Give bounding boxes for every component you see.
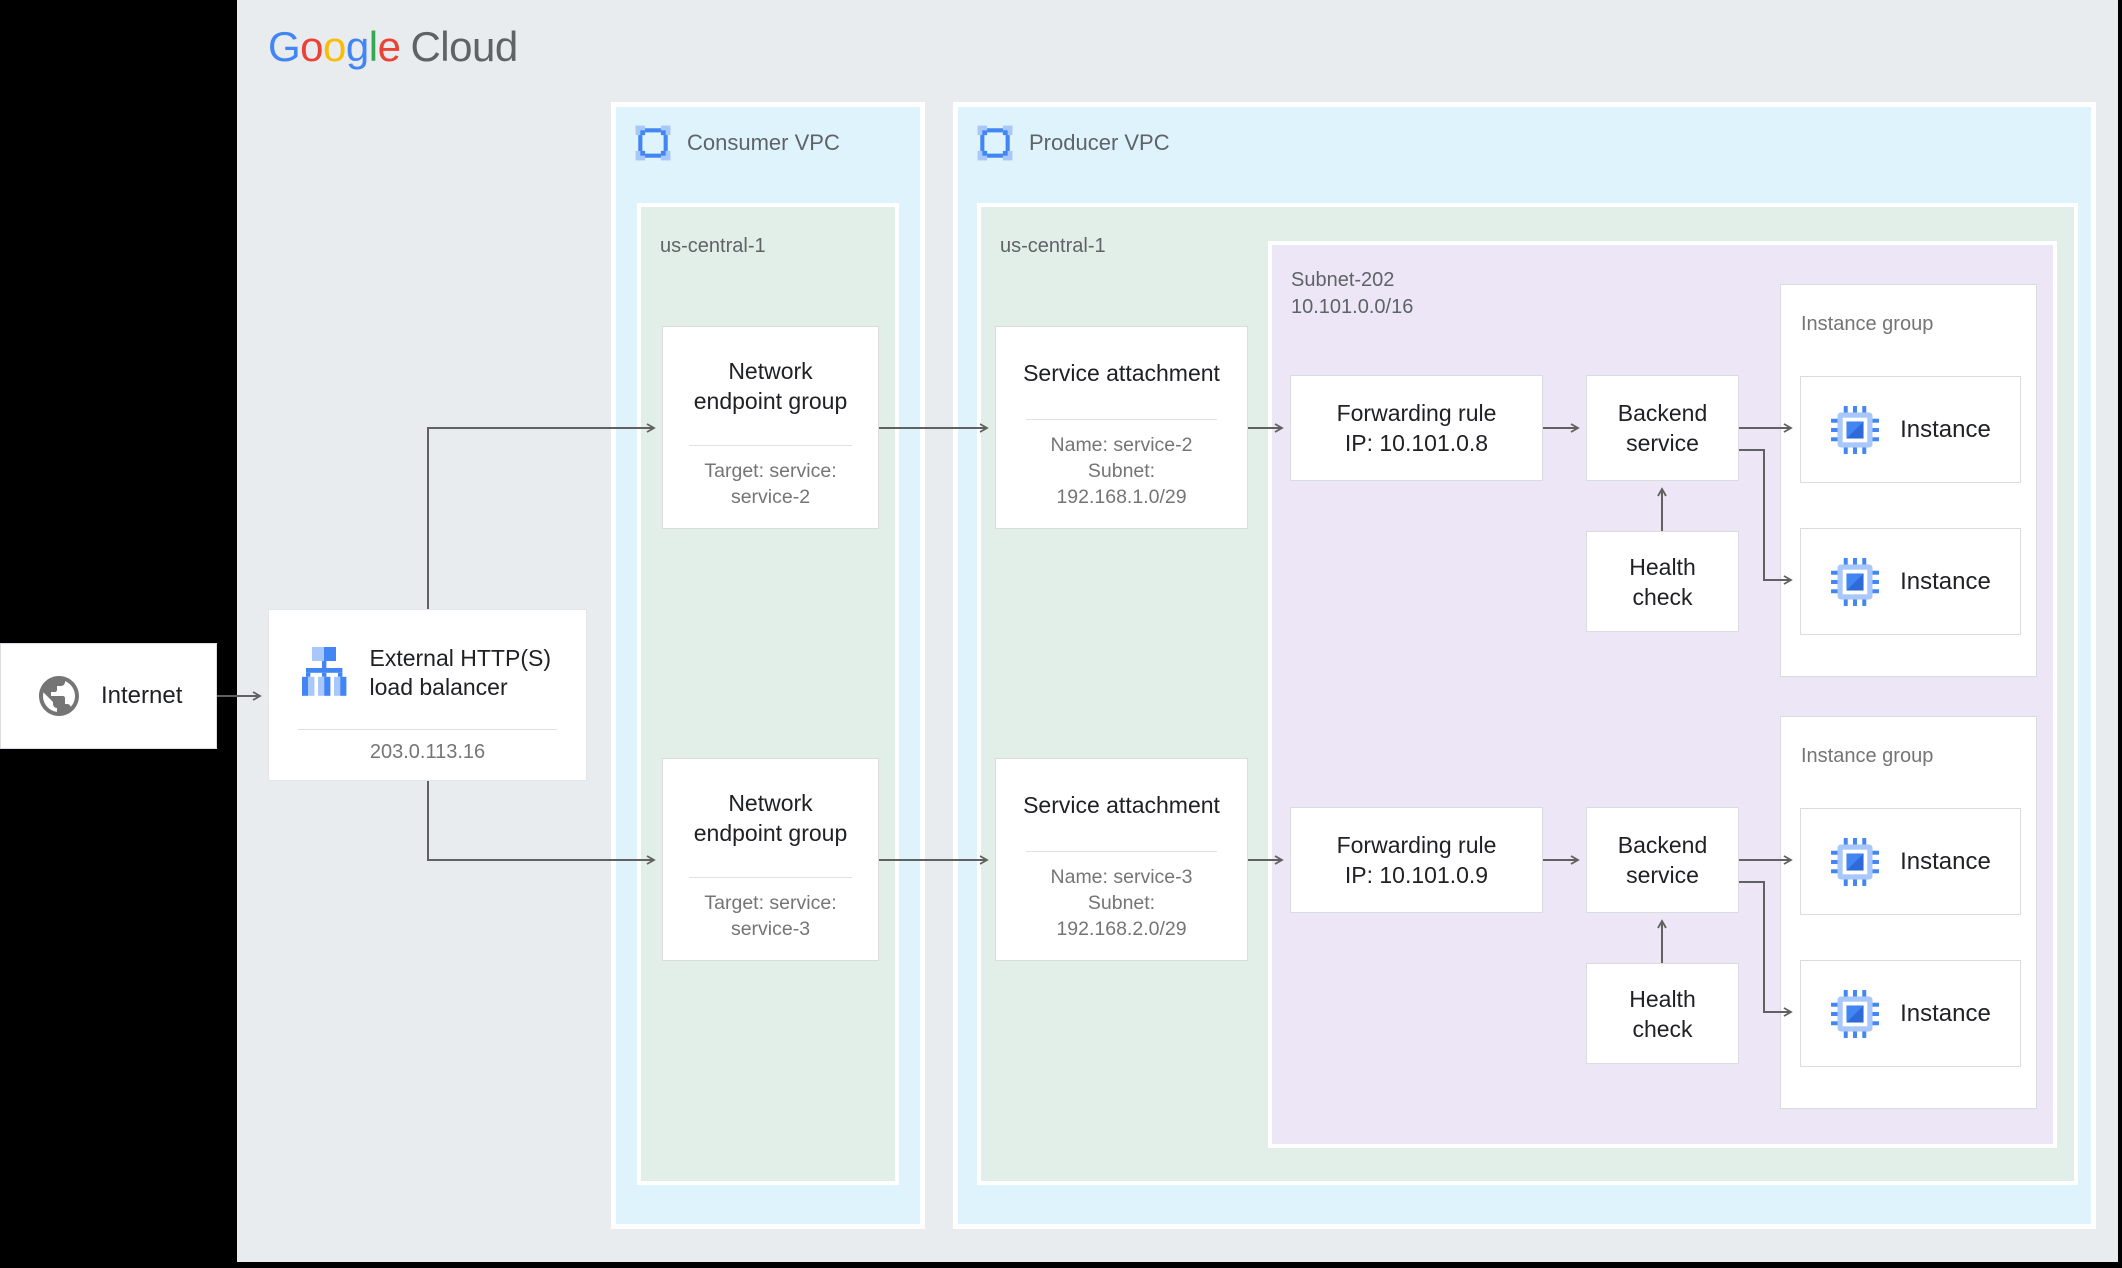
instance-group-1-label: Instance group — [1801, 313, 1934, 335]
health-check-1-title: Health check — [1629, 553, 1696, 610]
service-attachment-2-detail: Name: service-3 Subnet: 192.168.2.0/29 — [1051, 852, 1193, 960]
logo-cloud-text: Cloud — [410, 23, 518, 70]
consumer-region-label: us-central-1 — [660, 235, 766, 257]
neg-2-target-line2: service-3 — [730, 918, 811, 940]
logo-letter: o — [323, 23, 346, 70]
network-endpoint-group-2: Network endpoint group Target: service: … — [662, 758, 879, 961]
vpc-network-icon — [635, 125, 671, 161]
instance-4: Instance — [1800, 960, 2021, 1067]
forwarding-rule-1-ip: IP: 10.101.0.8 — [1344, 430, 1489, 456]
forwarding-rule-1: Forwarding rule IP: 10.101.0.8 — [1290, 375, 1543, 481]
instance-group-1: Instance group Instance — [1780, 284, 2037, 677]
neg-1-target-line1: Target: service: — [704, 460, 837, 482]
service-attachment-2-title: Service attachment — [1023, 792, 1220, 818]
neg-2-target-line1: Target: service: — [704, 892, 837, 914]
internet-node: Internet — [0, 643, 217, 749]
producer-region-label: us-central-1 — [1000, 235, 1106, 257]
vpc-network-icon — [977, 125, 1013, 161]
producer-vpc-header: Producer VPC — [976, 124, 1170, 162]
backend-service-2-title: Backend service — [1617, 832, 1708, 888]
consumer-vpc-label: Consumer VPC — [687, 130, 840, 155]
service-attachment-1: Service attachment Name: service-2 Subne… — [995, 326, 1248, 529]
service-attachment-2: Service attachment Name: service-3 Subne… — [995, 758, 1248, 961]
backend-service-1-title: Backend service — [1617, 400, 1708, 456]
forwarding-rule-2: Forwarding rule IP: 10.101.0.9 — [1290, 807, 1543, 913]
load-balancer-title: External HTTP(S) load balancer — [369, 644, 551, 700]
divider — [1026, 419, 1217, 420]
logo-letter: l — [368, 23, 378, 70]
internet-label: Internet — [101, 682, 183, 709]
logo-letter: g — [345, 23, 369, 70]
instance-1-label: Instance — [1900, 415, 1991, 443]
instance-group-2-label: Instance group — [1801, 745, 1934, 767]
globe-icon — [39, 676, 79, 716]
neg-1-target-line2: service-2 — [730, 486, 811, 508]
compute-instance-icon — [1831, 837, 1880, 886]
compute-instance-icon — [1831, 989, 1880, 1038]
instance-2-label: Instance — [1900, 567, 1991, 595]
health-check-2: Health check — [1586, 963, 1739, 1064]
compute-instance-icon — [1831, 405, 1880, 454]
neg-1-detail: Target: service: service-2 — [704, 446, 836, 528]
load-balancer-title-row: External HTTP(S) load balancer — [296, 610, 560, 729]
divider — [688, 445, 853, 446]
load-balancer-icon — [301, 646, 346, 696]
logo-letter: o — [300, 23, 324, 70]
health-check-2-title: Health check — [1629, 985, 1696, 1042]
instance-3-label: Instance — [1900, 847, 1991, 875]
divider — [1026, 851, 1217, 852]
consumer-vpc-header: Consumer VPC — [634, 124, 840, 162]
sa-1-name: Name: service-2 — [1050, 434, 1193, 456]
compute-instance-icon — [1831, 557, 1880, 606]
instance-group-2: Instance group Instance — [1780, 716, 2037, 1109]
instance-4-label: Instance — [1900, 999, 1991, 1027]
instance-1: Instance — [1800, 376, 2021, 483]
logo-letter: e — [377, 23, 401, 70]
logo-letter: G — [268, 23, 301, 70]
sa-1-subnet-cidr: 192.168.1.0/29 — [1056, 486, 1187, 508]
backend-service-2: Backend service — [1586, 807, 1739, 913]
instance-2: Instance — [1800, 528, 2021, 635]
neg-1-title: Network endpoint group — [693, 358, 848, 414]
neg-2-detail: Target: service: service-3 — [704, 878, 836, 960]
backend-service-1: Backend service — [1586, 375, 1739, 481]
producer-vpc-label: Producer VPC — [1029, 130, 1170, 155]
divider — [688, 877, 853, 878]
neg-2-title: Network endpoint group — [693, 790, 848, 846]
health-check-1: Health check — [1586, 531, 1739, 632]
sa-2-subnet-cidr: 192.168.2.0/29 — [1056, 918, 1187, 940]
sa-2-subnet-word: Subnet: — [1087, 892, 1156, 914]
service-attachment-1-detail: Name: service-2 Subnet: 192.168.1.0/29 — [1051, 420, 1193, 528]
load-balancer-ip: 203.0.113.16 — [369, 741, 486, 763]
forwarding-rule-1-title: Forwarding rule — [1336, 400, 1497, 426]
divider — [297, 729, 558, 730]
forwarding-rule-2-ip: IP: 10.101.0.9 — [1344, 862, 1489, 888]
load-balancer-node: External HTTP(S) load balancer 203.0.113… — [268, 609, 587, 781]
sa-1-subnet-word: Subnet: — [1087, 460, 1156, 482]
subnet-name: Subnet-202 — [1291, 269, 1395, 291]
sa-2-name: Name: service-3 — [1050, 866, 1193, 888]
subnet-label: Subnet-202 10.101.0.0/16 — [1291, 267, 1413, 321]
forwarding-rule-2-title: Forwarding rule — [1336, 832, 1497, 858]
network-endpoint-group-1: Network endpoint group Target: service: … — [662, 326, 879, 529]
instance-3: Instance — [1800, 808, 2021, 915]
service-attachment-1-title: Service attachment — [1023, 360, 1220, 386]
subnet-cidr: 10.101.0.0/16 — [1291, 296, 1414, 318]
